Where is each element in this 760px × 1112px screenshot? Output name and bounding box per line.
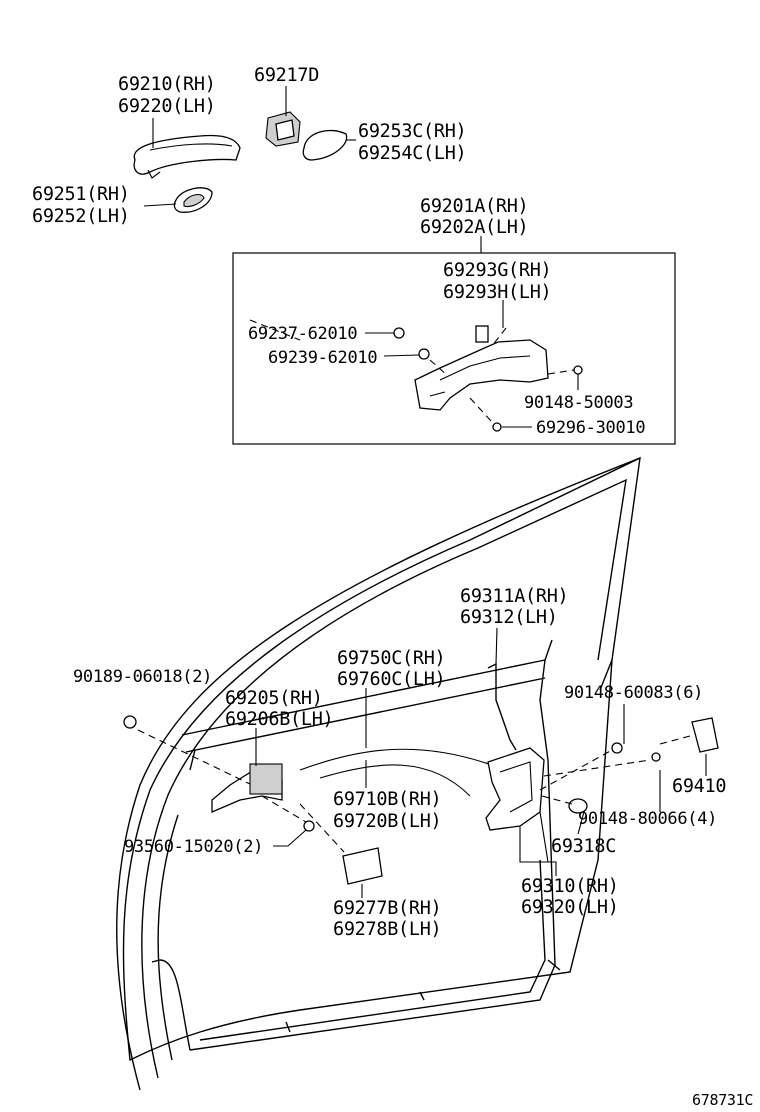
door-lock-part [485, 747, 545, 831]
outside-handle-label: 69210(RH) 69220(LH) [118, 74, 216, 117]
lock-cable-lh-label: 69720B(LH) [333, 811, 441, 832]
frame-inner-label: 69293G(RH) 69293H(LH) [443, 260, 552, 303]
frame-inner-lh-label: 69293H(LH) [443, 282, 551, 303]
clip-2-label: 69239-62010 [268, 348, 377, 368]
outside-handle-lh-label: 69220(LH) [118, 96, 216, 117]
lock-screw-part [651, 752, 661, 762]
pad-rear-label: 69251(RH) 69252(LH) [32, 184, 130, 227]
inside-handle-part [211, 763, 283, 813]
inside-cable-label: 69750C(RH) 69760C(LH) [337, 648, 446, 690]
outside-handle-rh-label: 69210(RH) [118, 74, 216, 95]
cover-label: 69318C [551, 836, 616, 857]
pad-front-lh-label: 69254C(LH) [358, 143, 466, 164]
outside-handle-part [133, 134, 241, 179]
striker-screw-label: 90148-60083(6) [564, 683, 703, 703]
clip-3-part [123, 715, 137, 729]
handle-cap-part [265, 111, 301, 147]
handle-screw-label: 93560-15020(2) [124, 837, 263, 857]
clip-1-part [393, 327, 405, 339]
inside-cable-lh-label: 69760C(LH) [337, 669, 445, 690]
frame-detail-box [232, 252, 676, 445]
frame-screw-part [573, 365, 583, 375]
door-lock-label: 69310(RH) 69320(LH) [521, 876, 619, 918]
inside-handle-rh-label: 69205(RH) [225, 688, 323, 709]
handle-screw-part [303, 820, 315, 832]
frame-assy-rh-label: 69201A(RH) [420, 196, 528, 217]
lock-rod-part [487, 662, 517, 751]
lock-rod-label: 69311A(RH) 69312(LH) [460, 586, 569, 628]
lock-rod-rh-label: 69311A(RH) [460, 586, 568, 607]
striker-screw-part [611, 742, 623, 754]
lock-screw-label: 90148-80066(4) [578, 809, 717, 829]
lock-rod-lh-label: 69312(LH) [460, 607, 558, 628]
striker-part [691, 717, 719, 753]
striker-label: 69410 [672, 776, 726, 797]
handle-cap-label: 69217D [254, 65, 319, 86]
door-lock-rh-label: 69310(RH) [521, 876, 619, 897]
lock-cable-label: 69710B(RH) 69720B(LH) [333, 789, 442, 832]
inside-handle-lh-label: 69206B(LH) [225, 709, 333, 730]
inside-cable-part [299, 748, 501, 771]
door-lock-lh-label: 69320(LH) [521, 897, 619, 918]
frame-assy-lh-label: 69202A(LH) [420, 217, 528, 238]
inside-cable-rh-label: 69750C(RH) [337, 648, 445, 669]
clip-1-label: 69237-62010 [248, 324, 357, 344]
frame-bolt-label: 69296-30010 [536, 418, 645, 438]
pad-front-rh-label: 69253C(RH) [358, 121, 466, 142]
bezel-cover-rh-label: 69277B(RH) [333, 898, 441, 919]
clip-2-part [418, 348, 430, 360]
lock-cable-rh-label: 69710B(RH) [333, 789, 441, 810]
bezel-cover-lh-label: 69278B(LH) [333, 919, 441, 940]
frame-part [414, 325, 549, 411]
frame-screw-label: 90148-50003 [524, 393, 633, 413]
frame-bolt-part [492, 422, 502, 432]
pad-rear-lh-label: 69252(LH) [32, 206, 130, 227]
bezel-cover-part [342, 847, 383, 885]
frame-inner-rh-label: 69293G(RH) [443, 260, 551, 281]
pad-rear-rh-label: 69251(RH) [32, 184, 130, 205]
pad-front-part [302, 129, 348, 161]
clip-3-label: 90189-06018(2) [73, 667, 212, 687]
bezel-cover-label: 69277B(RH) 69278B(LH) [333, 898, 442, 940]
frame-assy-label: 69201A(RH) 69202A(LH) [420, 196, 529, 238]
figure-number: 678731C [692, 1091, 753, 1109]
door-outline [116, 456, 641, 1091]
pad-front-label: 69253C(RH) 69254C(LH) [358, 121, 467, 164]
inside-handle-label: 69205(RH) 69206B(LH) [225, 688, 334, 730]
pad-rear-part [173, 187, 213, 213]
cover-part [568, 798, 588, 814]
